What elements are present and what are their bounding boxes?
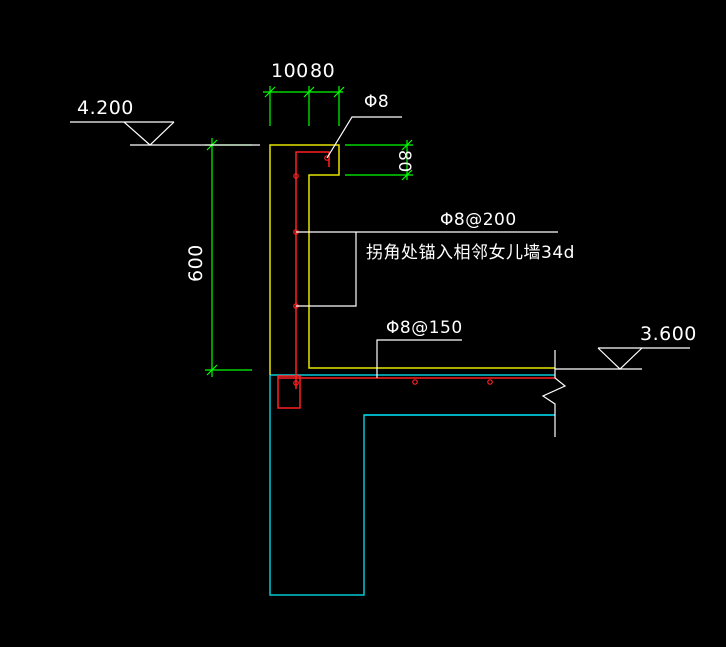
dim-height-label: 600 (185, 244, 207, 282)
dim-lip-label: 80 (394, 150, 414, 173)
elevation-top-label: 4.200 (77, 97, 134, 119)
leader-hook (326, 116, 402, 159)
dim-top-1-label: 100 (271, 60, 309, 82)
rebar-note-label: 拐角处锚入相邻女儿墙34d (366, 243, 575, 263)
leader-note-box (296, 232, 357, 307)
rebar-lines (277, 151, 555, 409)
concrete-outline (269, 374, 555, 596)
wall-beam-outline (269, 375, 555, 596)
leader-lines (296, 116, 558, 378)
break-line (541, 350, 567, 437)
rebar-hook-label: Φ8 (364, 92, 390, 112)
elevation-marker-slab (555, 347, 690, 370)
elevation-slab-label: 3.600 (640, 323, 697, 345)
elevation-marker-top (70, 121, 260, 146)
rebar-slab-label: Φ8@150 (386, 318, 463, 338)
rebar-dots (293, 155, 493, 386)
leader-slab (376, 339, 462, 378)
parapet-outline (269, 144, 555, 375)
dim-top-2-label: 80 (310, 60, 336, 82)
rebar-vertical-label: Φ8@200 (440, 210, 517, 230)
parapet-rebar (295, 151, 330, 389)
corner-bar-box (277, 375, 301, 409)
